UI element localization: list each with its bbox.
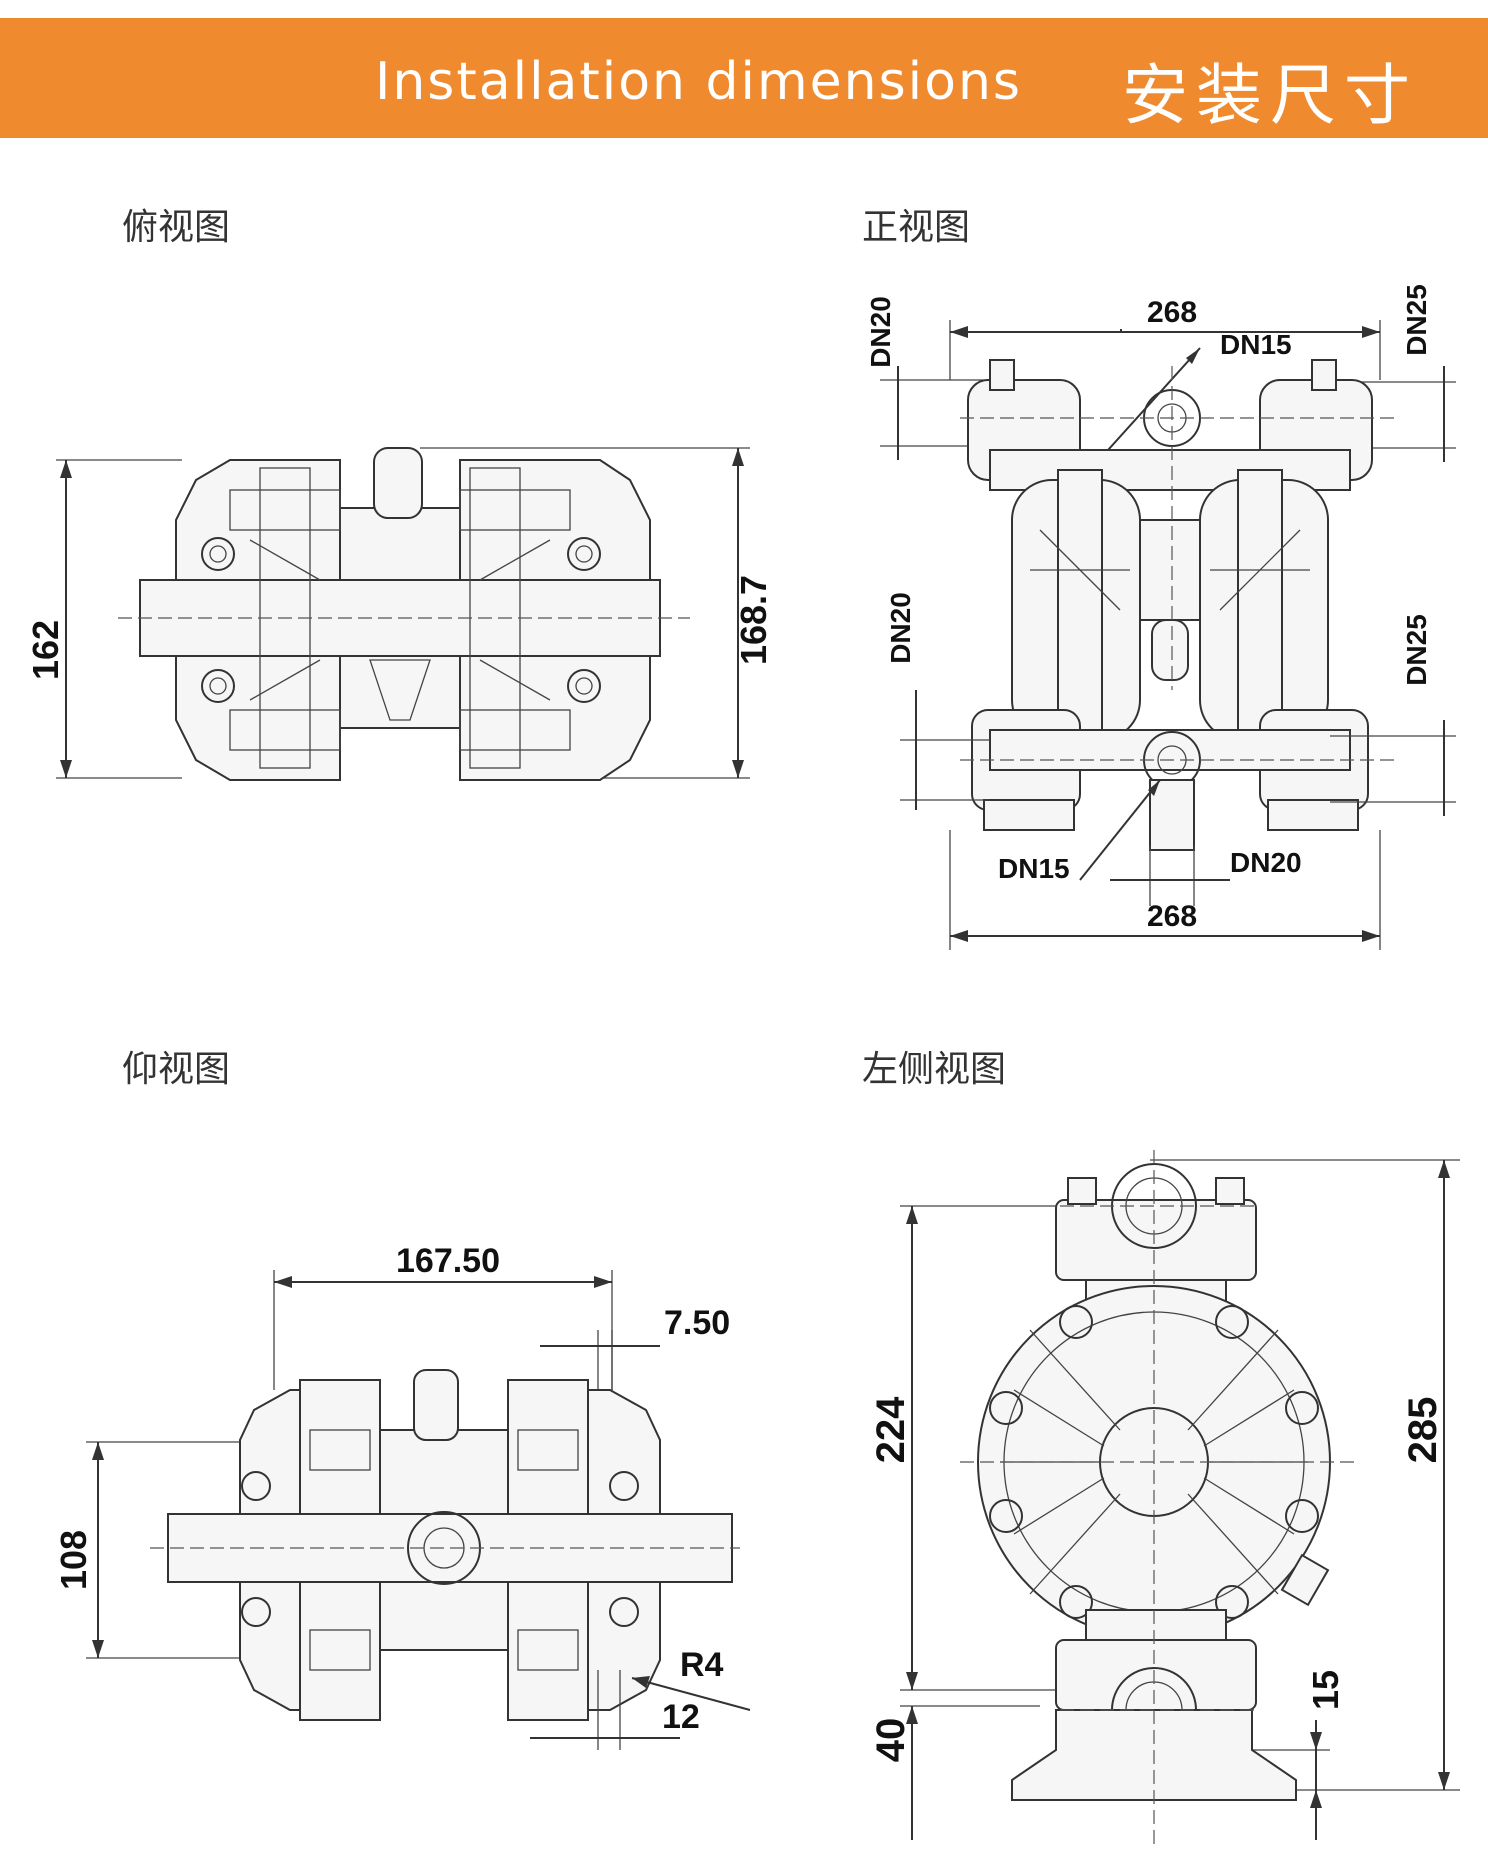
- front-dn25-right-bottom: DN25: [1401, 614, 1432, 686]
- bottom-dim-167-50: 167.50: [396, 1242, 500, 1280]
- side-view-drawing: 224 285 40 15: [869, 1150, 1460, 1850]
- side-dim-224: 224: [869, 1396, 913, 1463]
- bottom-dim-12: 12: [662, 1698, 700, 1736]
- header-title-zh: 安装尺寸: [1122, 57, 1418, 134]
- front-dn15-bottom: DN15: [998, 853, 1070, 884]
- side-dim-15: 15: [1305, 1670, 1346, 1710]
- side-dim-40: 40: [869, 1718, 913, 1763]
- header-title-en: Installation dimensions: [375, 52, 1022, 112]
- front-dn15-top: DN15: [1220, 329, 1292, 360]
- header-bar: Installation dimensions 安装尺寸: [0, 18, 1488, 138]
- side-view-label: 左侧视图: [862, 1049, 1007, 1090]
- front-dn20-left-top: DN20: [865, 296, 896, 368]
- front-dn20-left-bottom: DN20: [885, 592, 916, 664]
- bottom-dim-r4: R4: [680, 1646, 724, 1684]
- top-dim-168-7: 168.7: [733, 575, 774, 665]
- top-view-label: 俯视图: [122, 207, 231, 248]
- front-view-drawing: 268 DN15 DN20 DN25 DN20 DN25: [865, 284, 1456, 950]
- front-dn25-right-top: DN25: [1401, 284, 1432, 356]
- side-dim-285: 285: [1401, 1397, 1445, 1464]
- top-view-drawing: 162 168.7: [25, 447, 774, 781]
- top-dim-162: 162: [25, 620, 66, 680]
- front-dn20-bottom: DN20: [1230, 847, 1302, 878]
- front-dim-268-top: 268: [1147, 296, 1197, 329]
- bottom-view-drawing: 167.50 7.50 108 R4 12: [53, 1242, 751, 1750]
- bottom-dim-108: 108: [53, 1530, 94, 1590]
- front-view-label: 正视图: [862, 207, 971, 248]
- front-dim-268-bottom: 268: [1147, 900, 1197, 933]
- bottom-view-label: 仰视图: [122, 1049, 231, 1090]
- bottom-dim-7-50: 7.50: [664, 1304, 730, 1342]
